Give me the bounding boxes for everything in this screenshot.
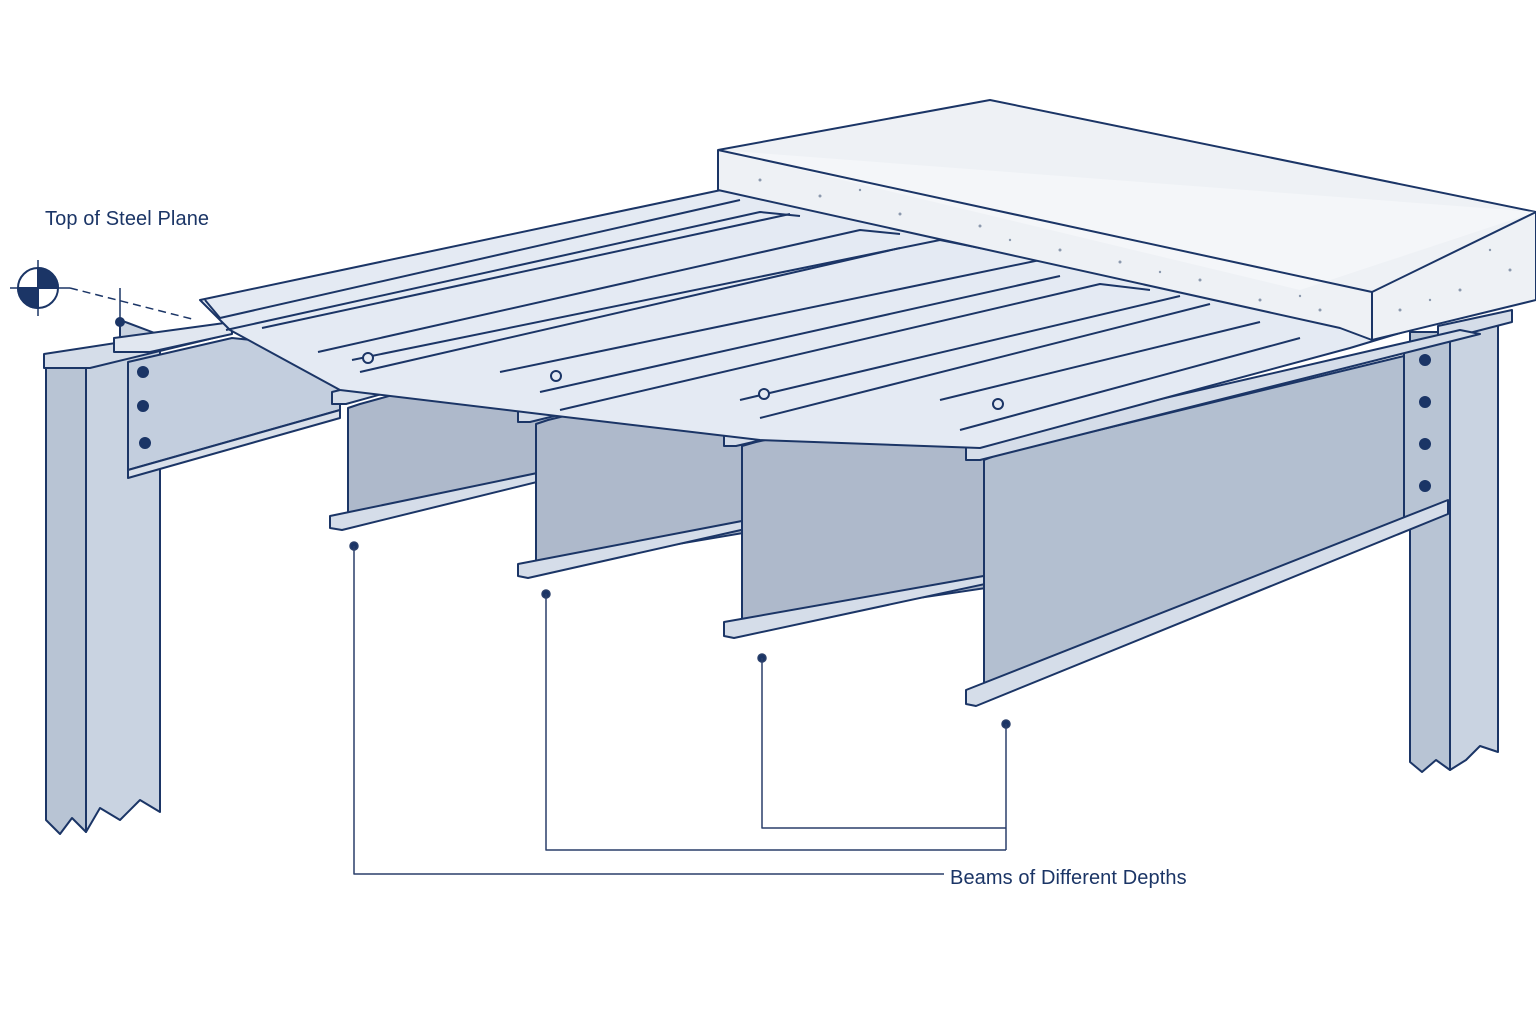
right-girder-plate (1403, 337, 1451, 523)
bolt-icon (137, 366, 149, 378)
stud-icon (550, 370, 562, 382)
top-of-steel-leader (69, 287, 197, 321)
beams-label: Beams of Different Depths (950, 867, 1187, 889)
top-of-steel-label: Top of Steel Plane (45, 208, 210, 230)
bolt-icon (1419, 438, 1431, 450)
concrete-aggregate (758, 178, 1512, 312)
stud-icon (362, 352, 374, 364)
bolt-icon (137, 400, 149, 412)
stud-icon (758, 388, 770, 400)
bolt-icon (139, 437, 151, 449)
datum-target-icon (10, 260, 70, 316)
leader-dot-icon (115, 317, 125, 327)
beam-leaders (349, 541, 1011, 875)
stud-icon (992, 398, 1004, 410)
beam-4 (965, 329, 1481, 707)
concrete-slab (717, 99, 1536, 341)
bolt-icon (1419, 396, 1431, 408)
bolt-icon (1419, 354, 1431, 366)
bolt-icon (1419, 480, 1431, 492)
